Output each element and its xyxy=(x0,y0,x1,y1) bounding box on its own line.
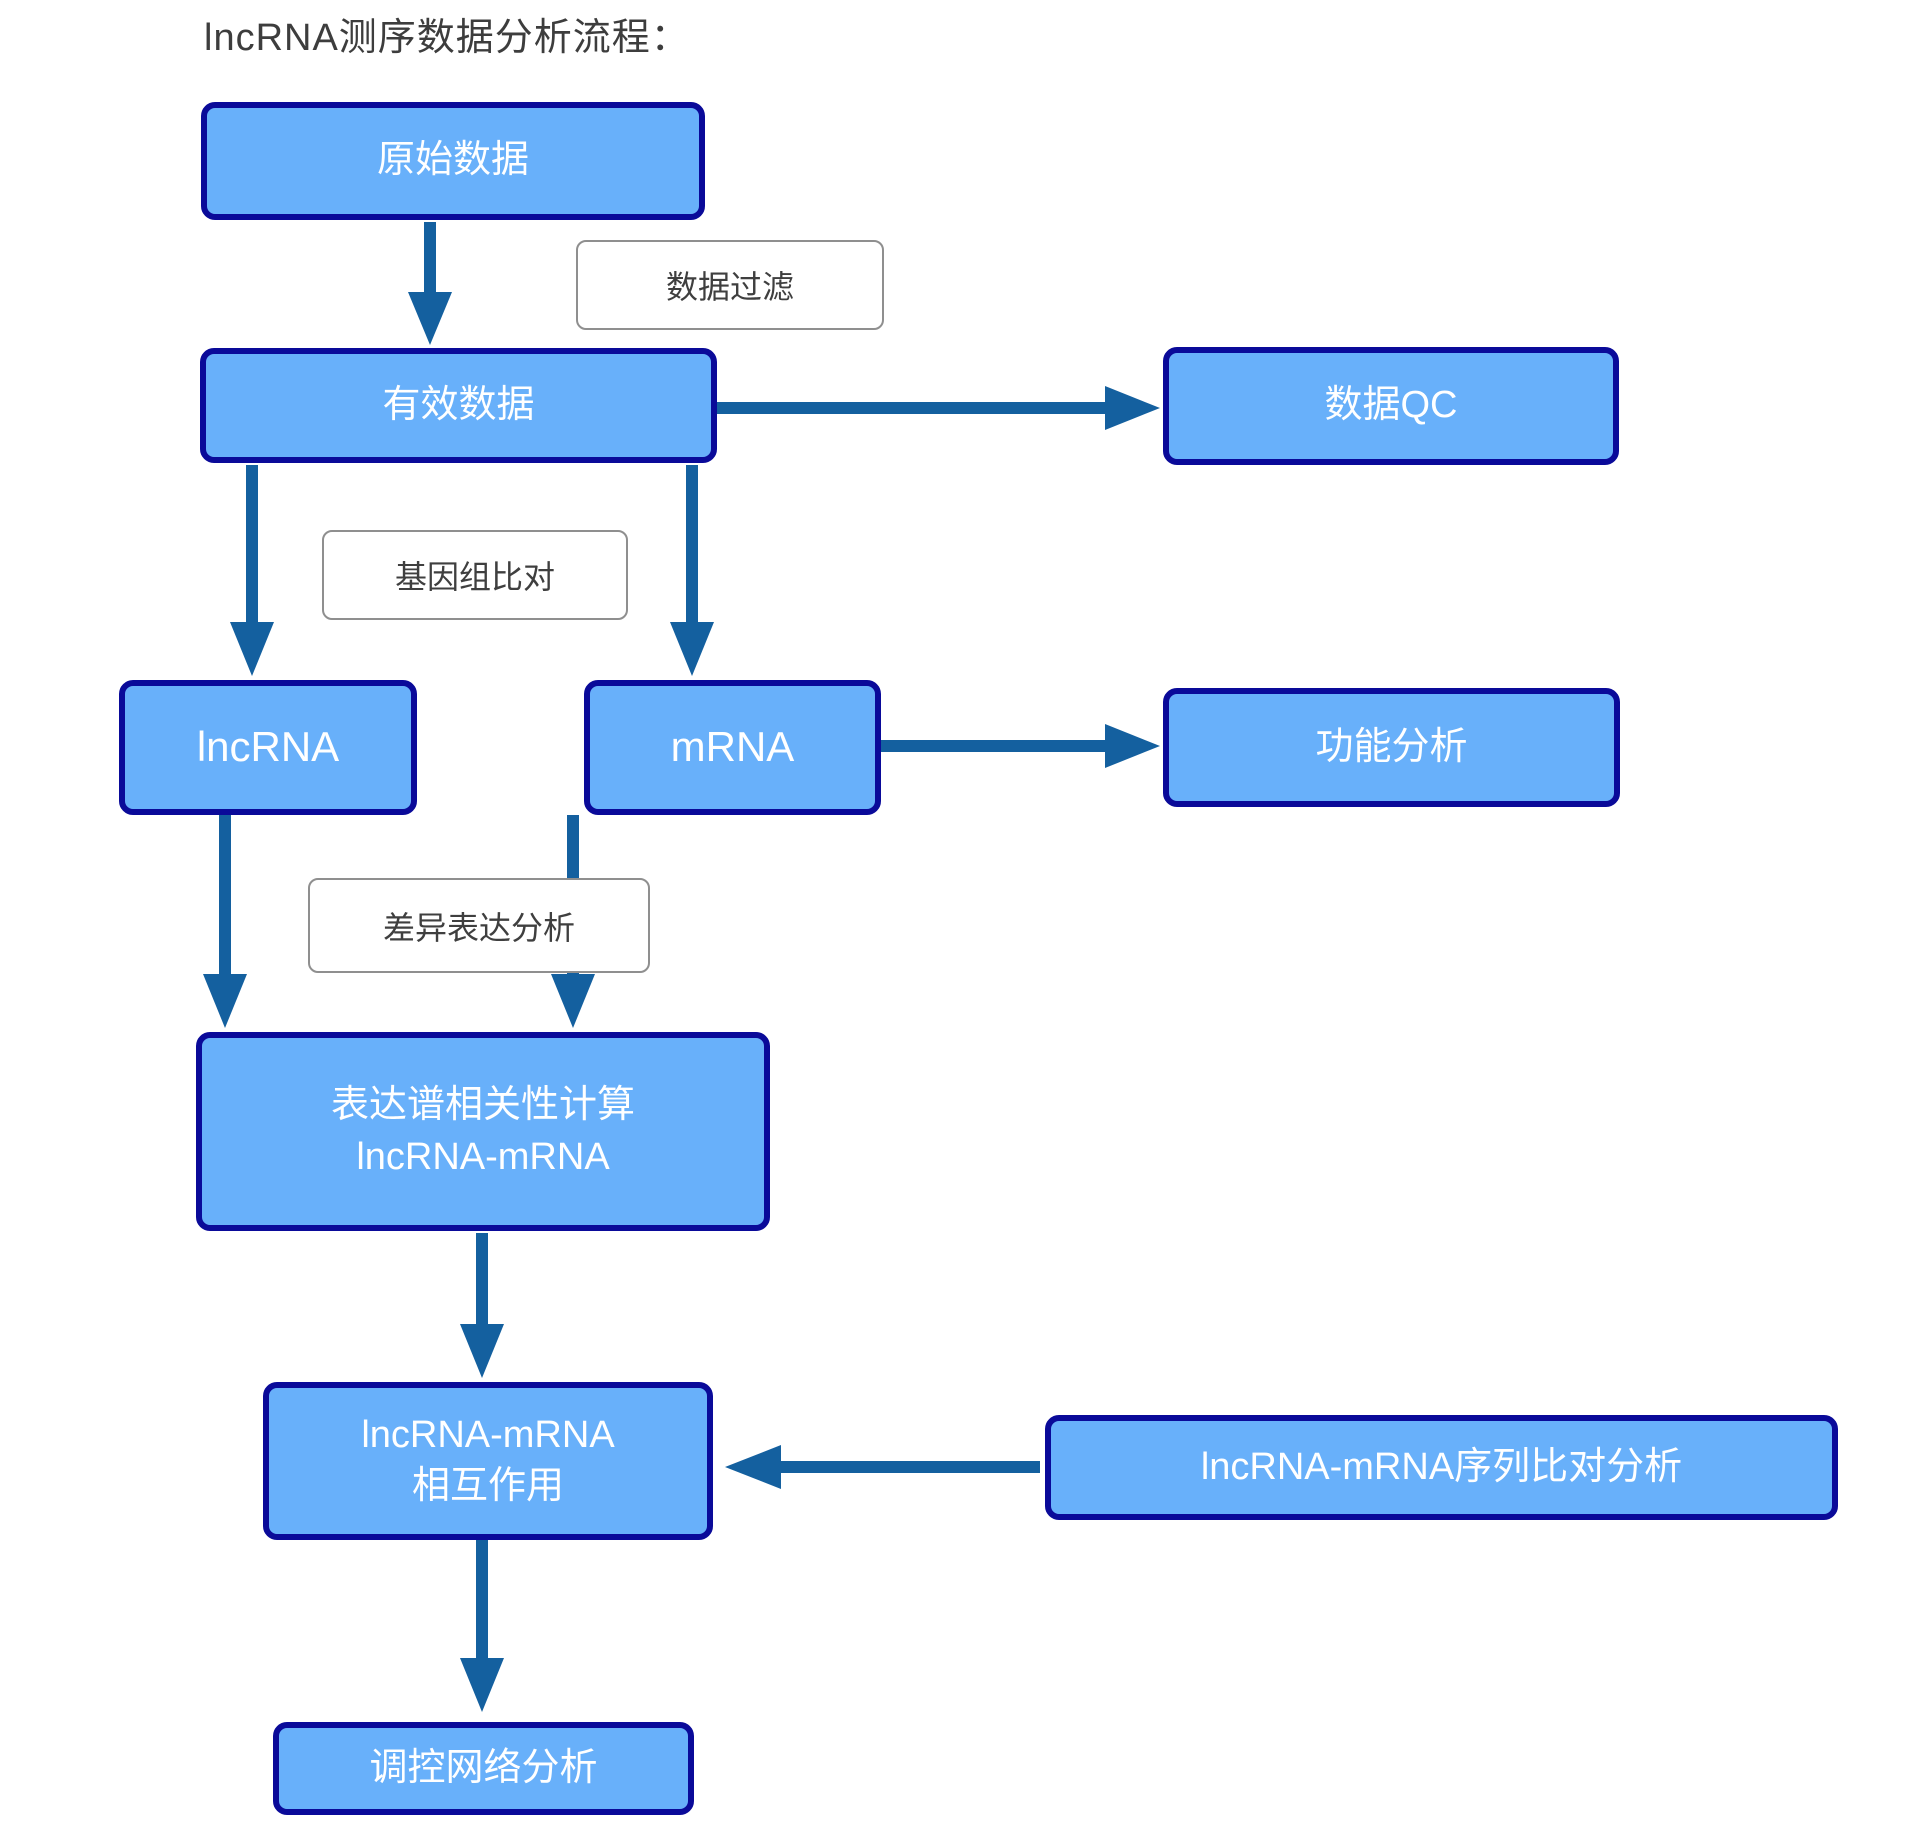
edge-label-data-filter-text: 数据过滤 xyxy=(665,269,794,305)
node-regulatory-network-analysis: 调控网络分析 xyxy=(273,1722,694,1815)
node-mrna-label: mRNA xyxy=(670,723,795,771)
node-lncrna-label: lncRNA xyxy=(196,723,340,771)
node-expression-correlation-line1: 表达谱相关性计算 xyxy=(330,1084,635,1127)
arrow-valid-to-mrna xyxy=(670,465,714,676)
node-sequence-alignment-analysis: lncRNA-mRNA序列比对分析 xyxy=(1045,1415,1838,1520)
page-title: lncRNA测序数据分析流程： xyxy=(204,17,690,59)
node-regulatory-network-analysis-label: 调控网络分析 xyxy=(369,1746,598,1789)
arrow-valid-to-lncrna xyxy=(230,465,274,676)
node-expression-correlation: 表达谱相关性计算 lncRNA-mRNA xyxy=(196,1032,770,1231)
node-valid-data: 有效数据 xyxy=(200,348,717,463)
node-functional-analysis-label: 功能分析 xyxy=(1315,725,1468,768)
arrow-corr-to-interact xyxy=(460,1233,504,1378)
node-raw-data-label: 原始数据 xyxy=(376,139,529,182)
arrow-interact-to-network xyxy=(460,1540,504,1712)
node-data-qc-label: 数据QC xyxy=(1324,384,1458,427)
arrow-mrna-to-func xyxy=(881,724,1160,768)
node-lncrna-mrna-interaction: lncRNA-mRNA 相互作用 xyxy=(263,1382,713,1540)
node-lncrna: lncRNA xyxy=(119,680,417,815)
node-expression-correlation-line2: lncRNA-mRNA xyxy=(356,1135,610,1178)
edge-label-differential-expression-text: 差异表达分析 xyxy=(382,909,575,946)
edge-label-genome-alignment: 基因组比对 xyxy=(322,530,628,620)
arrow-seqalign-to-interact xyxy=(725,1445,1040,1489)
edge-label-genome-alignment-text: 基因组比对 xyxy=(394,559,555,595)
node-data-qc: 数据QC xyxy=(1163,347,1619,465)
node-raw-data: 原始数据 xyxy=(201,102,705,220)
node-functional-analysis: 功能分析 xyxy=(1163,688,1620,807)
node-mrna: mRNA xyxy=(584,680,881,815)
node-valid-data-label: 有效数据 xyxy=(382,383,535,426)
node-lncrna-mrna-interaction-line1: lncRNA-mRNA xyxy=(361,1413,615,1456)
arrow-lncrna-to-corr xyxy=(203,815,247,1028)
arrow-valid-to-qc xyxy=(717,386,1160,430)
edge-label-data-filter: 数据过滤 xyxy=(576,240,884,330)
edge-label-differential-expression: 差异表达分析 xyxy=(308,878,650,973)
node-sequence-alignment-analysis-label: lncRNA-mRNA序列比对分析 xyxy=(1200,1445,1683,1488)
node-lncrna-mrna-interaction-line2: 相互作用 xyxy=(411,1465,564,1507)
arrow-raw-to-valid xyxy=(408,222,452,345)
